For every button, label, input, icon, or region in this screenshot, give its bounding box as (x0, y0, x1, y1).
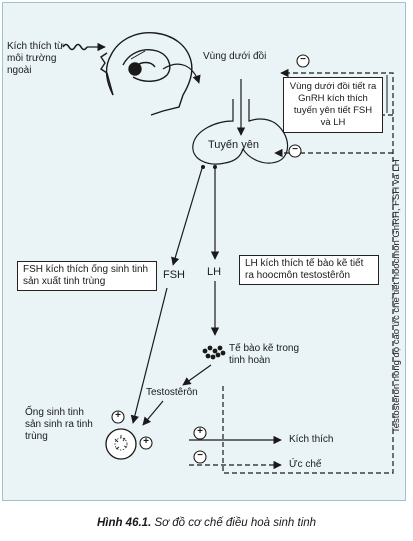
fsh-action-box: FSH kích thích ống sinh tinh sản xuất ti… (17, 261, 157, 291)
stimulate-symbol-tubule-top: + (115, 410, 121, 421)
fsh-label: FSH (163, 269, 185, 281)
diagram-panel: − − + + + − Kích thích từ môi trường ngo… (2, 2, 406, 501)
lh-label: LH (207, 266, 222, 278)
inhibit-symbol-pituitary: − (292, 144, 298, 155)
feedback-label: Testostêrôn nồng độ cao ức chế tiết hooc… (391, 159, 402, 433)
legend-inhibit-label: Ức chế (289, 459, 322, 470)
fsh-to-tubule-arrow (130, 287, 168, 424)
interstitial-cells-icon (202, 345, 226, 360)
stimulus-squiggle (62, 43, 88, 51)
cells-to-testosterone-arrow (182, 364, 212, 386)
caption-text: Sơ đồ cơ chế điều hoà sinh tinh (154, 517, 317, 529)
legend-stimulate-label: Kích thích (289, 434, 334, 445)
hypothalamus-action-box: Vùng dưới đồi tiết ra GnRH kích thích tu… (283, 77, 383, 133)
figure-caption: Hình 46.1. Sơ đồ cơ chế điều hoà sinh ti… (0, 517, 413, 529)
symbol-circles (111, 54, 310, 464)
head-to-hypothalamus-arrow (162, 63, 201, 84)
pituitary-outline (192, 99, 289, 165)
seminiferous-tubule-icon (105, 428, 137, 460)
stimulate-symbol-tubule-right: + (143, 436, 149, 447)
diagram-graphics (62, 32, 394, 474)
legend-plus-symbol: + (197, 426, 203, 437)
testosterone-to-tubule-arrow (142, 400, 164, 426)
head-icon (100, 32, 193, 116)
hypothalamus-label: Vùng dưới đồi (203, 51, 267, 62)
legend-minus-symbol: − (197, 450, 203, 461)
pituitary-label: Tuyến yên (208, 139, 259, 151)
seminiferous-label: Ống sinh tinh sản sinh ra tinh trùng (25, 407, 93, 442)
testosterone-label: Testostêrôn (146, 387, 198, 398)
inhibit-symbol-hypothalamus: − (300, 54, 306, 65)
fsh-arrow (171, 164, 204, 266)
lh-action-box: LH kích thích tế bào kẽ tiết ra hoocmôn … (239, 255, 379, 285)
stimulus-label: Kích thích từ môi trường ngoài (7, 41, 64, 76)
caption-number: Hình 46.1. (96, 517, 152, 529)
interstitial-cells-label: Tế bào kẽ trong tinh hoàn (229, 343, 300, 366)
